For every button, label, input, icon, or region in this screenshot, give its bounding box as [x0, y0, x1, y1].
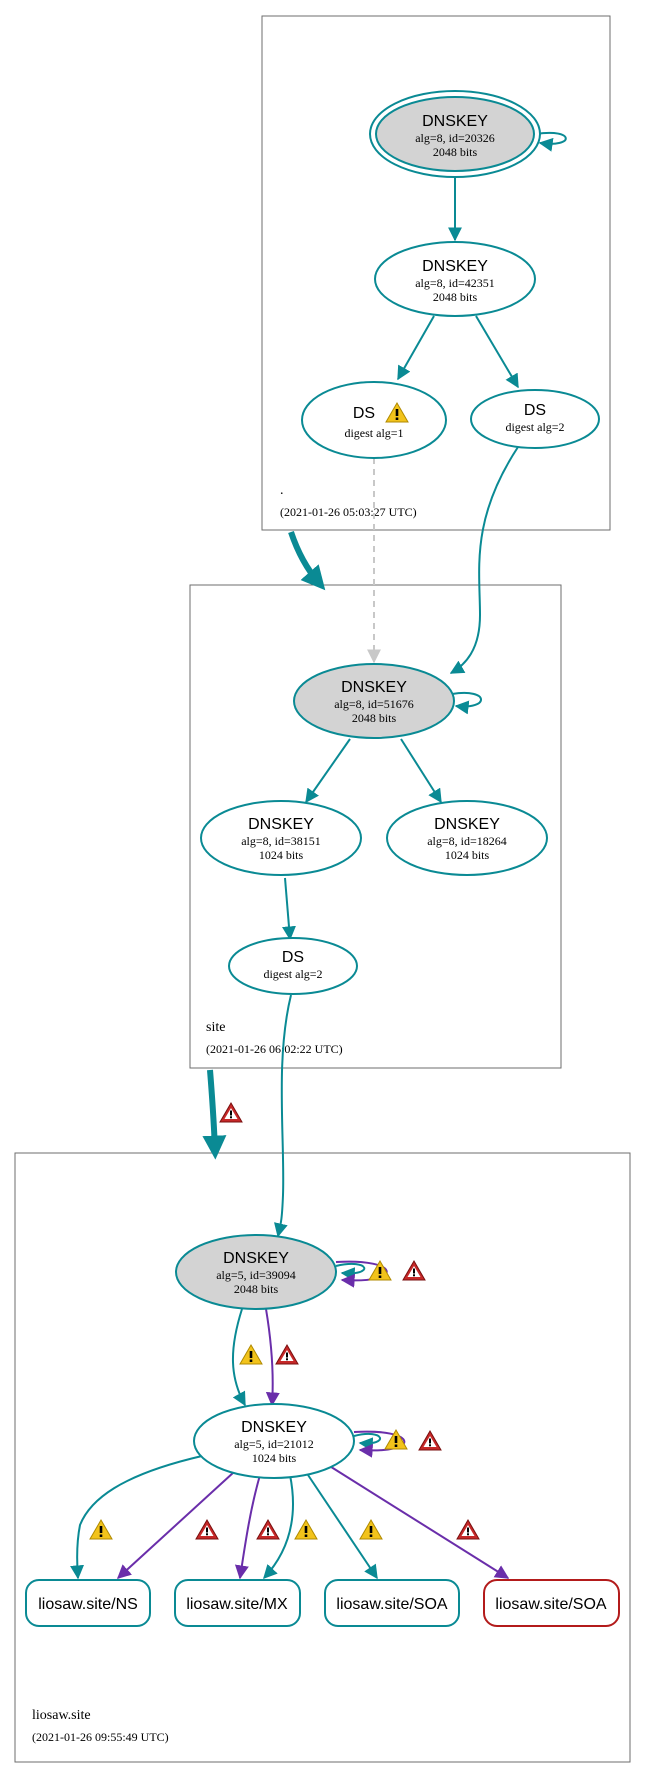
liosaw-ksk-self-signature-teal	[335, 1262, 366, 1282]
root-ds2-title: DS	[524, 402, 546, 419]
delegation-error-icon	[219, 1102, 243, 1123]
site-zsk2-title: DNSKEY	[434, 816, 500, 833]
rrset-mx-node: liosaw.site/MX	[174, 1579, 301, 1627]
site-zsk1-line1: alg=8, id=38151	[241, 834, 321, 848]
root-ksk-node: DNSKEY alg=8, id=20326 2048 bits	[369, 90, 541, 178]
zone-root-timestamp: (2021-01-26 05:03:27 UTC)	[280, 505, 417, 519]
liosaw-zsk-self-error-icon	[418, 1430, 442, 1451]
edge-ds2-to-site-ksk	[449, 446, 519, 674]
ns-error-icon	[195, 1519, 219, 1540]
soa-warning-icon	[359, 1519, 383, 1540]
edge-liosaw-zsk-to-soa-err	[327, 1464, 510, 1579]
edge-site-zsk1-to-ds	[281, 877, 296, 941]
liosaw-zsk-title: DNSKEY	[241, 1419, 307, 1436]
site-ksk-line1: alg=8, id=51676	[334, 697, 414, 711]
edge-liosaw-zsk-to-mx-purple	[234, 1474, 261, 1580]
liosaw-zsk-line1: alg=5, id=21012	[234, 1437, 314, 1451]
site-ds-title: DS	[282, 949, 304, 966]
edge-liosaw-zsk-to-ns-purple	[116, 1471, 235, 1579]
mx-error-icon	[256, 1519, 280, 1540]
liosaw-zsk-node: DNSKEY alg=5, id=21012 1024 bits	[193, 1403, 355, 1479]
rrset-soa-error-node: liosaw.site/SOA	[483, 1579, 620, 1627]
zone-liosaw-name: liosaw.site	[32, 1708, 91, 1723]
liosaw-ksk-node: DNSKEY alg=5, id=39094 2048 bits	[175, 1234, 337, 1310]
edge-root-zsk-to-ds1	[397, 315, 435, 381]
zone-root-box	[261, 15, 611, 531]
rrset-soa-node: liosaw.site/SOA	[324, 1579, 460, 1627]
rrset-ns-node: liosaw.site/NS	[25, 1579, 151, 1627]
rrset-soa-error-label: liosaw.site/SOA	[495, 1596, 606, 1613]
edge-root-zsk-to-ds2	[475, 315, 519, 389]
rrset-ns-label: liosaw.site/NS	[38, 1596, 138, 1613]
root-ds1-title: DS	[353, 405, 375, 422]
liosaw-ksk-zsk-error-icon	[275, 1344, 299, 1365]
site-zsk2-line1: alg=8, id=18264	[427, 834, 507, 848]
site-ksk-node: DNSKEY alg=8, id=51676 2048 bits	[293, 663, 455, 739]
zone-liosaw-timestamp: (2021-01-26 09:55:49 UTC)	[32, 1730, 169, 1744]
liosaw-ksk-zsk-warning-icon	[239, 1344, 263, 1365]
site-ds-line1: digest alg=2	[263, 967, 322, 981]
liosaw-ksk-line2: 2048 bits	[234, 1282, 279, 1296]
edge-liosaw-ksk-to-zsk-teal	[231, 1308, 246, 1407]
site-zsk2-node: DNSKEY alg=8, id=18264 1024 bits	[386, 800, 548, 876]
root-ksk-line1: alg=8, id=20326	[415, 131, 495, 145]
root-ksk-self-signature	[535, 131, 567, 152]
zone-site-timestamp: (2021-01-26 06:02:22 UTC)	[206, 1042, 343, 1056]
ns-warning-icon	[89, 1519, 113, 1540]
mx-warning-icon	[294, 1519, 318, 1540]
site-ksk-title: DNSKEY	[341, 679, 407, 696]
edge-site-ksk-to-zsk2	[400, 738, 442, 804]
site-ksk-line2: 2048 bits	[352, 711, 397, 725]
root-ds2-line1: digest alg=2	[505, 420, 564, 434]
liosaw-zsk-self-signature-purple	[353, 1430, 406, 1458]
edge-liosaw-ksk-to-zsk-purple	[265, 1308, 280, 1407]
site-ksk-self-signature	[451, 691, 482, 715]
liosaw-ksk-title: DNSKEY	[223, 1250, 289, 1267]
root-zsk-title: DNSKEY	[422, 258, 488, 275]
root-ds1-line1: digest alg=1	[344, 426, 403, 440]
soa-error-icon	[456, 1519, 480, 1540]
site-ds-node: DS digest alg=2	[228, 937, 358, 995]
zone-site-box	[189, 584, 562, 1069]
zone-liosaw-box	[14, 1152, 631, 1763]
zone-root-name: .	[280, 483, 284, 498]
root-zsk-line2: 2048 bits	[433, 290, 478, 304]
root-ksk-line2: 2048 bits	[433, 145, 478, 159]
site-zsk1-line2: 1024 bits	[259, 848, 304, 862]
edge-site-ds-to-liosaw-ksk	[274, 994, 292, 1238]
liosaw-zsk-line2: 1024 bits	[252, 1451, 297, 1465]
root-zsk-node: DNSKEY alg=8, id=42351 2048 bits	[374, 241, 536, 317]
zone-site-name: site	[206, 1020, 225, 1035]
site-zsk1-title: DNSKEY	[248, 816, 314, 833]
root-ds2-node: DS digest alg=2	[470, 389, 600, 449]
edge-liosaw-zsk-to-soa	[305, 1471, 378, 1580]
root-ksk-title: DNSKEY	[422, 113, 488, 130]
site-zsk1-node: DNSKEY alg=8, id=38151 1024 bits	[200, 800, 362, 876]
rrset-mx-label: liosaw.site/MX	[186, 1596, 288, 1613]
liosaw-ksk-line1: alg=5, id=39094	[216, 1268, 296, 1282]
liosaw-zsk-self-signature-teal	[353, 1433, 382, 1452]
delegation-arrow-site-to-liosaw	[202, 1069, 227, 1160]
root-zsk-line1: alg=8, id=42351	[415, 276, 495, 290]
site-zsk2-line2: 1024 bits	[445, 848, 490, 862]
edge-site-ksk-to-zsk1	[305, 738, 351, 804]
delegation-arrow-root-to-site	[288, 531, 326, 591]
root-ds1-node: DS digest alg=1	[301, 381, 447, 459]
edge-liosaw-zsk-to-mx-teal	[263, 1474, 294, 1580]
edge-liosaw-zsk-to-ns	[70, 1455, 203, 1580]
liosaw-ksk-self-error-icon	[402, 1260, 426, 1281]
rrset-soa-label: liosaw.site/SOA	[336, 1596, 447, 1613]
